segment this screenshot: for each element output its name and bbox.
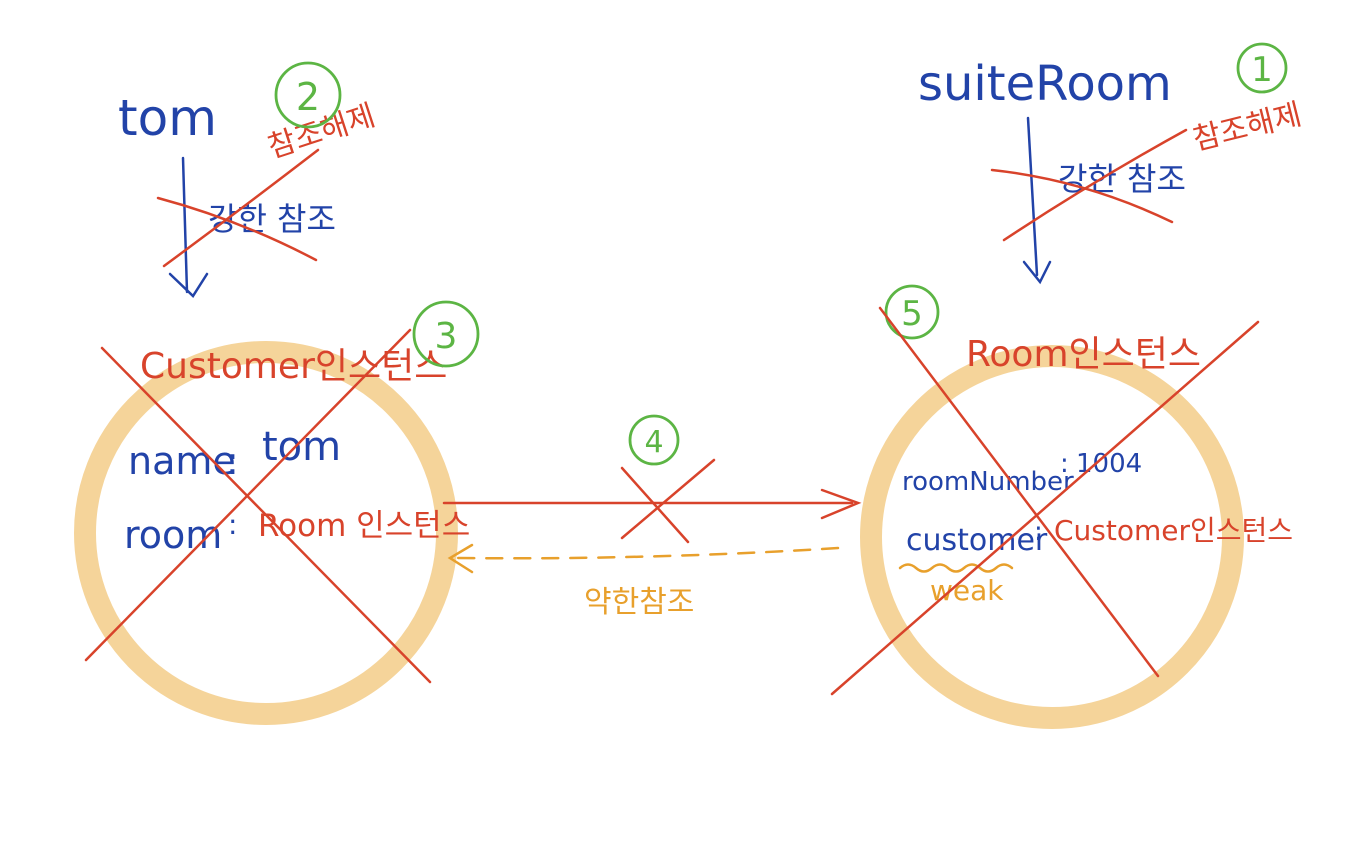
step-3-circle [412,300,480,368]
weak-reference-label: 약한참조 [584,585,694,620]
suiteroom-arrow-head [1022,260,1052,285]
room-field-roomnumber-key: roomNumber [902,467,1074,497]
step-4-number: 4 [644,425,663,460]
tom-strong-arrow [181,156,189,294]
weak-squiggle-underline [898,563,1014,573]
weak-reference-arrow-head [447,543,474,574]
suiteroom-strike-line-b [1002,128,1188,242]
room-field-roomnumber-colon: : [1060,449,1069,479]
customer-field-name-key: name [128,439,236,483]
step-3-number: 3 [435,316,458,357]
room-instance-circle [860,345,1244,729]
step-4-circle [628,414,680,466]
suiteroom-release-label: 참조해제 [1189,97,1305,158]
strong-link-strike-a [620,466,690,544]
step-2-number: 2 [296,75,320,119]
room-instance-title: Room인스턴스 [966,334,1201,375]
tom-release-label: 참조해제 [264,98,380,165]
customer-field-room-key: room [124,513,222,557]
suiteroom-strike-line-a [990,168,1174,224]
customer-field-room-value: Room 인스턴스 [258,508,470,544]
step-1-circle [1236,42,1288,94]
var-suiteroom-label: suiteRoom [918,56,1172,112]
tom-arrow-head [168,272,209,298]
strong-link-strike-b [620,458,716,540]
tom-strong-reference-label: 강한 참조 [208,200,336,238]
customer-instance-circle [74,341,458,725]
var-tom-label: tom [118,89,217,147]
room-field-roomnumber-value: 1004 [1076,449,1142,479]
tom-strike-line-a [156,196,318,262]
tom-strike-line-b [162,148,320,268]
room-weak-label: weak [930,574,1004,607]
customer-strike-line-b [84,328,412,662]
suiteroom-strong-arrow [1026,116,1039,277]
weak-reference-arrow [454,546,840,560]
customer-field-room-colon: : [228,508,237,541]
customer-field-name-colon: : [226,439,239,483]
room-strike-line-a [878,306,1160,678]
room-strike-line-b [830,320,1260,696]
room-field-customer-key: customer [906,523,1048,558]
room-field-customer-value: Customer인스턴스 [1054,514,1293,547]
step-5-number: 5 [901,294,923,334]
customer-strike-line-a [100,346,432,684]
step-1-number: 1 [1251,50,1273,90]
customer-instance-title: Customer인스턴스 [140,346,447,387]
step-5-circle [884,284,940,340]
step-2-circle [274,61,342,129]
room-field-customer-colon: : [1034,517,1043,547]
strong-reference-arrow-head [820,488,862,520]
customer-field-name-value: tom [262,424,341,470]
